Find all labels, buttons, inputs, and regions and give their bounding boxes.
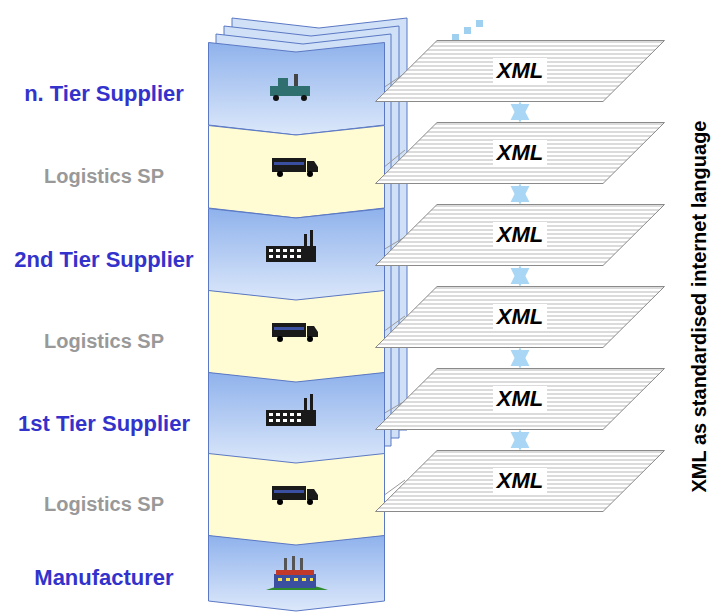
- xml-text: XML: [493, 386, 547, 411]
- xml-plane: XML: [375, 450, 665, 512]
- factory-icon: [266, 230, 316, 262]
- logistics-box: Logistics SP: [5, 453, 385, 546]
- xml-plane: XML: [375, 204, 665, 266]
- truck-icon: [272, 486, 318, 505]
- xml-plane: XML: [375, 40, 665, 102]
- xml-text: XML: [493, 468, 547, 493]
- supplier-box: n. Tier Supplier: [5, 42, 385, 135]
- side-caption: XML as standardised internet language: [688, 120, 711, 492]
- chevron-outline: [208, 42, 386, 136]
- factory-icon: [266, 394, 316, 426]
- logistics-box: Logistics SP: [5, 290, 385, 383]
- provider-label: Logistics SP: [5, 493, 203, 516]
- xml-label: XML: [375, 304, 665, 330]
- logistics-box: Logistics SP: [5, 125, 385, 218]
- chevron-outline: [208, 125, 386, 219]
- xml-plane: XML: [375, 286, 665, 348]
- xml-label: XML: [375, 222, 665, 248]
- tier-label: 1st Tier Supplier: [5, 411, 203, 436]
- provider-label: Logistics SP: [5, 330, 203, 353]
- provider-label: Logistics SP: [5, 165, 203, 188]
- truck-icon: [272, 158, 318, 177]
- xml-label: XML: [375, 468, 665, 494]
- exchange-arrow: [517, 433, 523, 447]
- link-lines: [383, 70, 410, 496]
- exchange-arrow: [517, 105, 523, 119]
- chevron-outline: [208, 208, 386, 302]
- xml-label: XML: [375, 140, 665, 166]
- truck-icon: [272, 323, 318, 342]
- xml-text: XML: [493, 58, 547, 83]
- xml-label: XML: [375, 58, 665, 84]
- maker-box: Manufacturer: [5, 535, 385, 611]
- exchange-arrow: [517, 351, 523, 365]
- tier-label: 2nd Tier Supplier: [5, 247, 203, 272]
- xml-text: XML: [493, 222, 547, 247]
- chevron-outline: [208, 372, 386, 466]
- tier-label: n. Tier Supplier: [5, 81, 203, 106]
- xml-plane: XML: [375, 122, 665, 184]
- xml-plane: XML: [375, 368, 665, 430]
- tier-label: Manufacturer: [5, 565, 203, 590]
- xml-label: XML: [375, 386, 665, 412]
- supplier-box: 1st Tier Supplier: [5, 372, 385, 465]
- chevron-outline: [208, 290, 386, 384]
- exchange-arrow: [517, 187, 523, 201]
- supplier-box: 2nd Tier Supplier: [5, 208, 385, 301]
- chevron-outline: [208, 535, 386, 612]
- plant-icon: [266, 556, 328, 590]
- dotted-continuation: [452, 20, 483, 41]
- chevron-outline: [208, 453, 386, 547]
- xml-text: XML: [493, 140, 547, 165]
- exchange-arrow: [517, 269, 523, 283]
- machine-icon: [270, 74, 310, 101]
- xml-text: XML: [493, 304, 547, 329]
